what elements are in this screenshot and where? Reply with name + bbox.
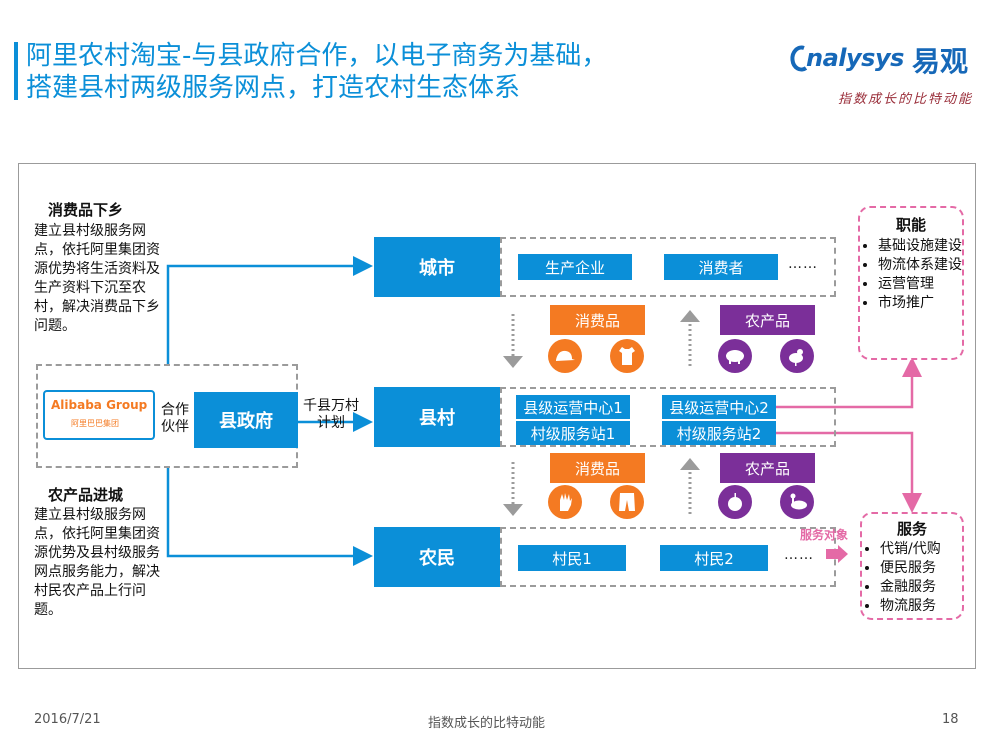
agri-products-description: 建立县村级服务网点，依托阿里集团资源优势及县村级服务网点服务能力，解决村民农产品… (34, 507, 160, 618)
list-item: 物流体系建设 (878, 256, 962, 275)
apple-icon (718, 485, 752, 519)
title-line-1: 阿里农村淘宝-与县政府合作，以电子商务为基础， (26, 41, 608, 71)
city-more: …… (788, 256, 818, 272)
functions-list: 基础设施建设物流体系建设运营管理市场推广 (860, 237, 962, 313)
footer-tagline: 指数成长的比特动能 (428, 716, 546, 731)
list-item: 金融服务 (880, 578, 962, 597)
page-number: 18 (942, 712, 959, 727)
list-item: 基础设施建设 (878, 237, 962, 256)
consumer-goods-heading: 消费品下乡 (48, 201, 124, 219)
list-item: 运营管理 (878, 275, 962, 294)
upper-consumer-goods-pill: 消费品 (550, 305, 645, 335)
list-item: 物流服务 (880, 597, 962, 616)
villager-1: 村民1 (518, 545, 626, 571)
page-title: 阿里农村淘宝-与县政府合作，以电子商务为基础， 搭建县村两级服务网点，打造农村生… (26, 40, 607, 104)
city-box: 城市 (374, 237, 500, 297)
title-accent-bar (14, 42, 18, 100)
cap-icon (548, 339, 582, 373)
glove-icon (548, 485, 582, 519)
village-station-2: 村级服务站2 (662, 421, 776, 445)
chicken-icon (780, 339, 814, 373)
title-line-2: 搭建县村两级服务网点，打造农村生态体系 (26, 73, 521, 103)
city-dashed-area (500, 237, 836, 297)
pig-icon (718, 339, 752, 373)
clothes-icon (610, 339, 644, 373)
county-dashed-area (500, 387, 836, 447)
functions-box: 职能 基础设施建设物流体系建设运营管理市场推广 (858, 206, 964, 360)
upper-agri-products-pill: 农产品 (720, 305, 815, 335)
alibaba-logo-text: Alibaba Group (51, 398, 148, 412)
plan-label: 千县万村计划 (303, 398, 359, 431)
functions-heading: 职能 (895, 216, 926, 234)
farmer-more: …… (784, 547, 814, 563)
farmer-box: 农民 (374, 527, 500, 587)
logo-text-en: nalysys (806, 44, 904, 72)
analysys-logo-icon (788, 44, 810, 78)
logo-text-cn: 易观 (912, 45, 969, 78)
county-government-box: 县政府 (194, 392, 298, 448)
villager-2: 村民2 (660, 545, 768, 571)
agri-products-heading: 农产品进城 (48, 486, 124, 504)
partner-label: 合作伙伴 (161, 402, 189, 435)
list-item: 市场推广 (878, 294, 962, 313)
county-center-1: 县级运营中心1 (516, 395, 630, 419)
village-station-1: 村级服务站1 (516, 421, 630, 445)
lower-agri-products-pill: 农产品 (720, 453, 815, 483)
footer-date: 2016/7/21 (34, 712, 101, 727)
consumer-goods-description: 建立县村级服务网点，依托阿里集团资源优势将生活资料及生产资料下沉至农村，解决消费… (34, 223, 160, 334)
alibaba-logo-box: Alibaba Group 阿里巴巴集团 (43, 390, 155, 440)
goose-icon (780, 485, 814, 519)
service-target-label: 服务对象 (800, 528, 849, 542)
city-item-consumer: 消费者 (664, 254, 778, 280)
services-box: 服务 代销/代购便民服务金融服务物流服务 (860, 512, 964, 620)
logo-tagline: 指数成长的比特动能 (838, 92, 974, 107)
services-heading: 服务 (896, 520, 927, 538)
county-village-box: 县村 (374, 387, 500, 447)
services-list: 代销/代购便民服务金融服务物流服务 (862, 540, 962, 616)
pants-icon (610, 485, 644, 519)
alibaba-logo-cn: 阿里巴巴集团 (71, 419, 119, 428)
list-item: 便民服务 (880, 559, 962, 578)
lower-consumer-goods-pill: 消费品 (550, 453, 645, 483)
city-item-producer: 生产企业 (518, 254, 632, 280)
pointing-hand-icon (824, 543, 850, 569)
county-center-2: 县级运营中心2 (662, 395, 776, 419)
diagram-frame (18, 163, 976, 669)
list-item: 代销/代购 (880, 540, 962, 559)
